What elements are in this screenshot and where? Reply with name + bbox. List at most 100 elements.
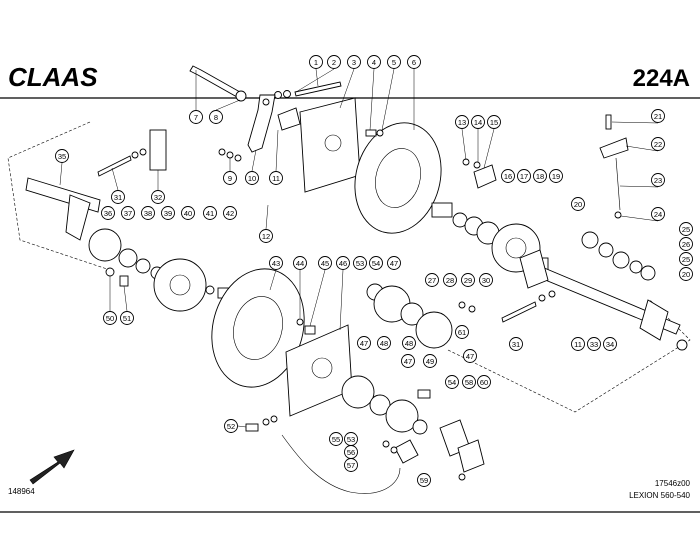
cable-55 bbox=[281, 434, 401, 494]
callout-37: 37 bbox=[121, 206, 135, 220]
disc-6-bore bbox=[375, 148, 421, 208]
callout-18: 18 bbox=[533, 169, 547, 183]
callout-60: 60 bbox=[477, 375, 491, 389]
svg-text:55: 55 bbox=[332, 435, 340, 444]
bolt-49 bbox=[417, 389, 431, 399]
svg-text:31: 31 bbox=[512, 340, 520, 349]
bushing-11 bbox=[277, 107, 301, 131]
bolt-31 bbox=[97, 155, 132, 177]
callout-20a: 20 bbox=[571, 197, 585, 211]
callout-1: 1 bbox=[309, 55, 323, 69]
washer-9b bbox=[226, 151, 234, 159]
callout-3: 3 bbox=[347, 55, 361, 69]
washer-31a bbox=[131, 151, 139, 159]
svg-text:50: 50 bbox=[106, 314, 114, 323]
svg-text:58: 58 bbox=[465, 378, 473, 387]
washer-61a bbox=[458, 301, 466, 309]
callout-57: 57 bbox=[344, 458, 358, 472]
svg-text:54: 54 bbox=[372, 259, 380, 268]
callout-42: 42 bbox=[223, 206, 237, 220]
washer-52b bbox=[270, 415, 278, 423]
callout-32: 32 bbox=[151, 190, 165, 204]
assembly-outlines bbox=[7, 121, 691, 413]
svg-text:31: 31 bbox=[114, 193, 122, 202]
callout-56: 56 bbox=[344, 445, 358, 459]
callout-52: 52 bbox=[224, 419, 238, 433]
bearing-26 bbox=[612, 251, 630, 269]
screw-59 bbox=[458, 473, 466, 481]
svg-text:49: 49 bbox=[426, 357, 434, 366]
svg-text:45: 45 bbox=[321, 259, 329, 268]
bracket-32 bbox=[149, 129, 167, 171]
callout-46: 46 bbox=[336, 256, 350, 270]
svg-text:33: 33 bbox=[590, 340, 598, 349]
callout-8: 8 bbox=[209, 110, 223, 124]
callout-28: 28 bbox=[443, 273, 457, 287]
washer-61b bbox=[468, 305, 476, 313]
svg-text:9: 9 bbox=[228, 174, 232, 183]
svg-text:37: 37 bbox=[124, 209, 132, 218]
callout-61: 61 bbox=[455, 325, 469, 339]
flange-47c bbox=[341, 375, 375, 409]
callout-24: 24 bbox=[651, 207, 665, 221]
svg-text:3: 3 bbox=[352, 58, 356, 67]
svg-text:12: 12 bbox=[262, 232, 270, 241]
washer-5 bbox=[376, 129, 384, 137]
plate-3 bbox=[299, 97, 361, 193]
callout-4: 4 bbox=[367, 55, 381, 69]
disc-43 bbox=[211, 268, 305, 388]
callout-11r: 11 bbox=[571, 337, 585, 351]
callout-7: 7 bbox=[189, 110, 203, 124]
sleeve-27 bbox=[431, 202, 453, 218]
svg-text:54: 54 bbox=[448, 378, 456, 387]
svg-text:1: 1 bbox=[314, 58, 318, 67]
callout-40: 40 bbox=[181, 206, 195, 220]
brand-logo: CLAAS bbox=[8, 62, 98, 92]
svg-text:11: 11 bbox=[272, 174, 280, 183]
callout-55: 55 bbox=[329, 432, 343, 446]
bushing-25a bbox=[598, 242, 614, 258]
callout-47d: 47 bbox=[401, 354, 415, 368]
callout-51: 51 bbox=[120, 311, 134, 325]
bearing-48a bbox=[400, 302, 424, 326]
svg-text:57: 57 bbox=[347, 461, 355, 470]
svg-text:47: 47 bbox=[466, 352, 474, 361]
sensor-57 bbox=[394, 439, 419, 464]
flange-47d bbox=[385, 399, 419, 433]
washer-24 bbox=[614, 211, 622, 219]
footer: 148964 17546z00 LEXION 560-540 bbox=[0, 479, 700, 513]
spring-20b bbox=[640, 265, 656, 281]
svg-text:2: 2 bbox=[332, 58, 336, 67]
spring-20a bbox=[581, 231, 599, 249]
callout-34: 34 bbox=[603, 337, 617, 351]
ring-38 bbox=[135, 258, 151, 274]
lever-35 bbox=[65, 194, 91, 241]
svg-text:28: 28 bbox=[446, 276, 454, 285]
svg-text:24: 24 bbox=[654, 210, 662, 219]
svg-text:10: 10 bbox=[248, 174, 256, 183]
bolt-52 bbox=[245, 423, 259, 432]
callout-47c: 47 bbox=[357, 336, 371, 350]
svg-text:53: 53 bbox=[347, 435, 355, 444]
washer-14 bbox=[473, 161, 481, 169]
callout-54: 54 bbox=[369, 256, 383, 270]
svg-text:7: 7 bbox=[194, 113, 198, 122]
svg-text:40: 40 bbox=[184, 209, 192, 218]
callout-2: 2 bbox=[327, 55, 341, 69]
svg-text:61: 61 bbox=[458, 328, 466, 337]
callout-53a: 53 bbox=[353, 256, 367, 270]
svg-text:35: 35 bbox=[58, 152, 66, 161]
callout-25a: 25 bbox=[679, 222, 693, 236]
callout-49: 49 bbox=[423, 354, 437, 368]
callout-21: 21 bbox=[651, 109, 665, 123]
callout-14: 14 bbox=[471, 115, 485, 129]
svg-text:11: 11 bbox=[574, 340, 582, 349]
right-shaft-outline bbox=[447, 299, 691, 413]
callout-45: 45 bbox=[318, 256, 332, 270]
bolt-31r bbox=[501, 301, 537, 323]
svg-text:38: 38 bbox=[144, 209, 152, 218]
svg-text:4: 4 bbox=[372, 58, 376, 67]
callout-50: 50 bbox=[103, 311, 117, 325]
svg-text:44: 44 bbox=[296, 259, 304, 268]
svg-text:14: 14 bbox=[474, 118, 482, 127]
